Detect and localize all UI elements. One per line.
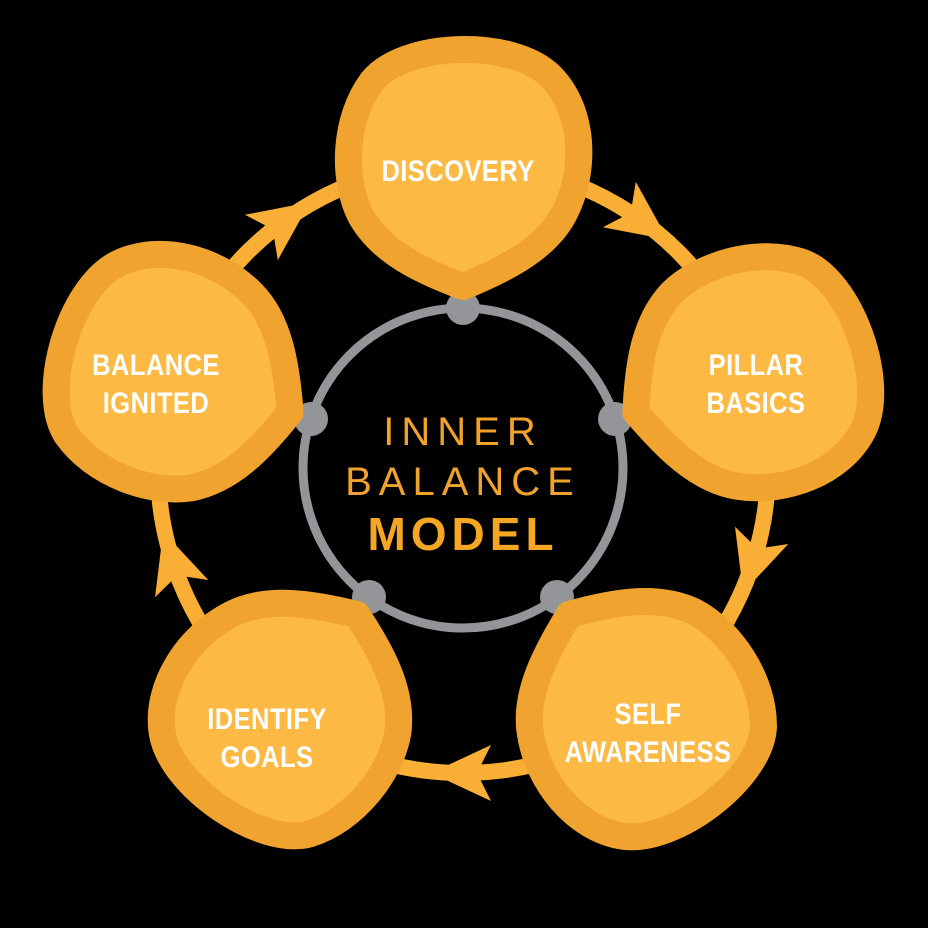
stage-blob-pillar-basics bbox=[622, 243, 885, 502]
ring-node-dot-top bbox=[446, 291, 480, 325]
arrow-head-self-awareness-to-identify-goals bbox=[431, 745, 491, 801]
stage-blob-self-awareness bbox=[515, 588, 777, 851]
arrow-head-discovery-to-pillar-basics bbox=[602, 181, 668, 240]
stage-blob-discovery bbox=[334, 35, 593, 301]
stage-blob-identify-goals bbox=[147, 589, 413, 850]
arrow-head-balance-ignited-to-discovery bbox=[244, 202, 310, 261]
center-ring bbox=[298, 303, 628, 633]
stage-blob-balance-ignited bbox=[42, 240, 304, 503]
arrow-head-identify-goals-to-balance-ignited bbox=[155, 531, 209, 598]
arrow-head-pillar-basics-to-self-awareness bbox=[735, 526, 789, 593]
